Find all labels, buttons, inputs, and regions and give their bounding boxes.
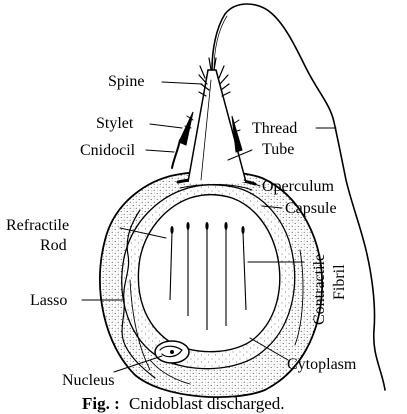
caption-prefix: Fig. : <box>82 394 120 413</box>
lasso <box>121 209 156 379</box>
spines <box>198 57 231 97</box>
everted-tube <box>187 69 247 183</box>
stylet-left <box>178 111 194 146</box>
label-spine: Spine <box>108 73 144 90</box>
label-lasso: Lasso <box>30 292 67 309</box>
label-fibril: Fibril <box>331 264 348 300</box>
label-capsule: Capsule <box>285 200 337 217</box>
caption-text: Cnidoblast discharged. <box>129 394 285 413</box>
leader-lines <box>81 81 337 373</box>
capsule-lumen <box>137 193 281 353</box>
stylet-right <box>231 115 243 153</box>
label-thread: Thread <box>252 120 297 137</box>
label-rod: Rod <box>40 237 67 254</box>
label-operculum: Operculum <box>262 178 335 195</box>
label-refractile: Refractile <box>6 217 69 234</box>
thread <box>211 3 386 391</box>
label-stylet: Stylet <box>96 115 134 132</box>
label-tube: Tube <box>262 141 294 158</box>
label-cytoplasm: Cytoplasm <box>287 356 357 373</box>
label-cnidocil: Cnidocil <box>80 142 136 159</box>
caption: Fig. : Cnidoblast discharged. <box>82 394 285 413</box>
label-nucleus: Nucleus <box>62 372 114 389</box>
label-contractile: Contractile <box>311 254 328 325</box>
nucleus <box>154 340 190 364</box>
contractile-fibrils <box>129 249 304 385</box>
refractile-rods <box>169 222 247 330</box>
cnidocil <box>171 139 181 169</box>
